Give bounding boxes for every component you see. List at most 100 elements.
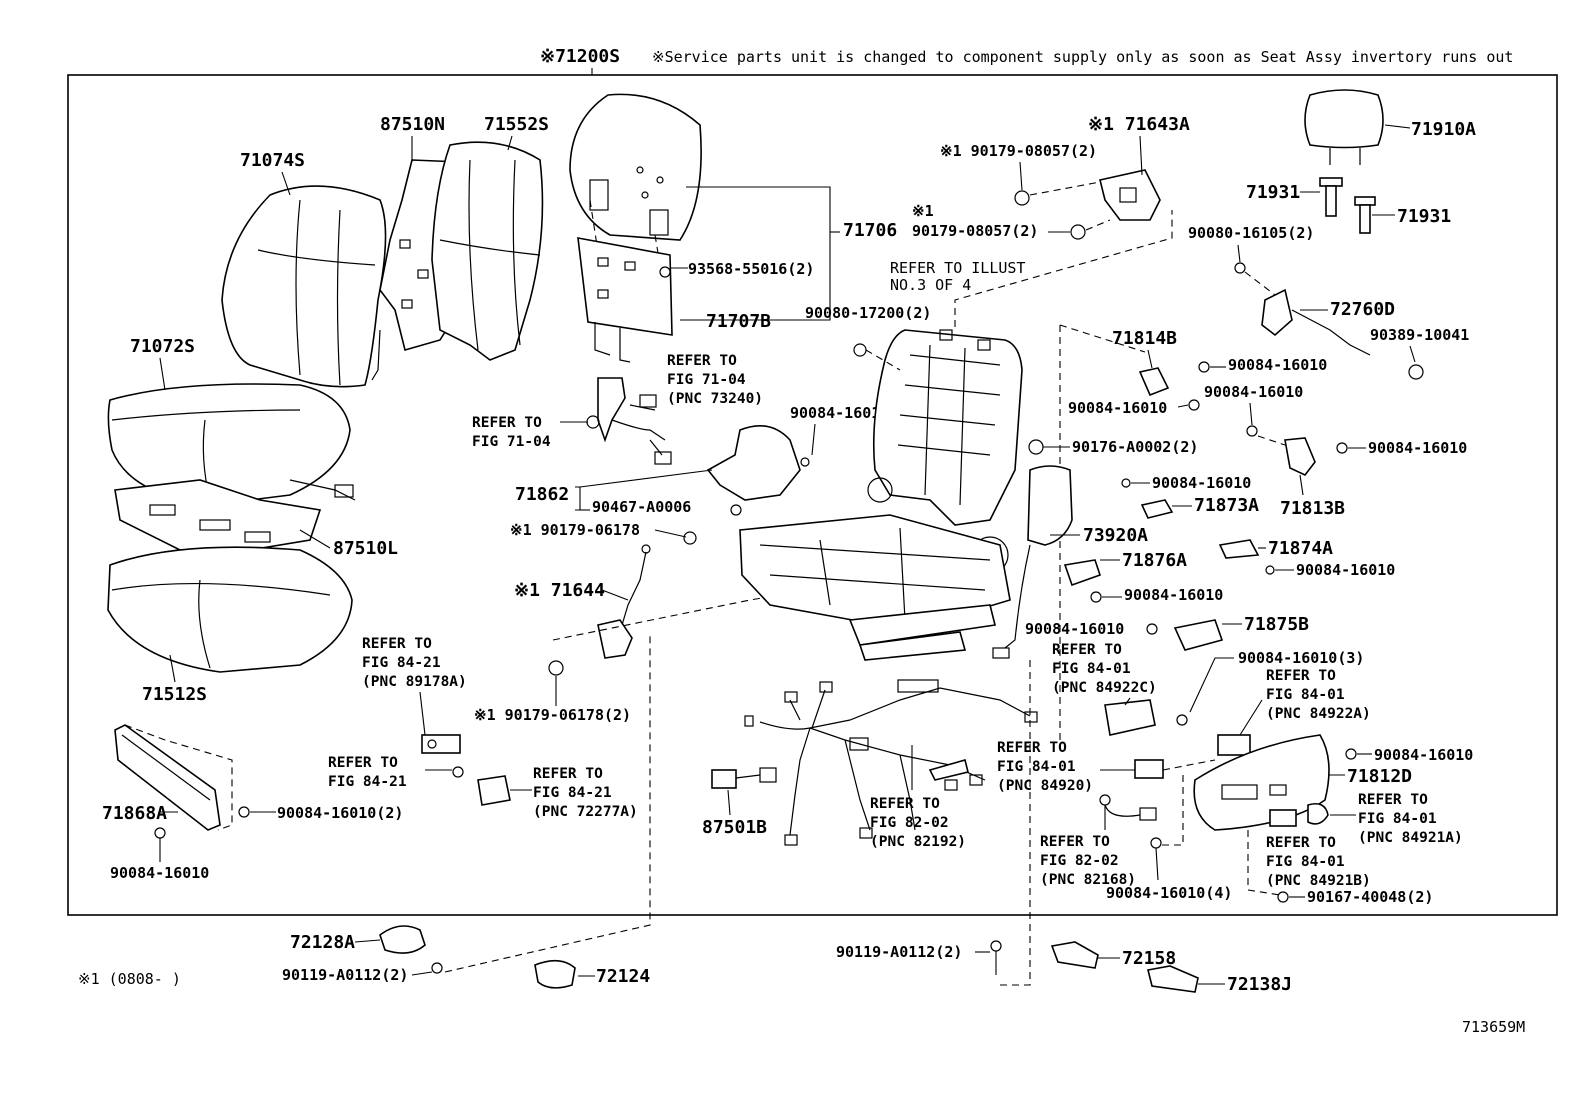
- label-90080-17200: 90080-17200(2): [805, 304, 931, 322]
- ref-82168-line1: REFER TO: [1040, 834, 1110, 850]
- label-90389-10041: 90389-10041: [1370, 326, 1469, 344]
- seat-back-cover-71074S: [221, 185, 387, 388]
- label-90084-4: 90084-16010(4): [1106, 884, 1232, 902]
- diagram-frame: [67, 74, 1558, 916]
- ref-84922A-line2: FIG 84-01: [1266, 687, 1345, 703]
- label-90084-3: 90084-16010(3): [1238, 649, 1364, 667]
- module-84920: [1134, 759, 1164, 779]
- label-71931-b: 71931: [1397, 206, 1451, 227]
- label-90179-08057-mid-2: 90179-08057(2): [912, 222, 1038, 240]
- label-72128A: 72128A: [290, 932, 355, 953]
- bracket-71643A: [1099, 169, 1161, 221]
- harness-72760D: [1261, 288, 1371, 356]
- ref-84922A-line1: REFER TO: [1266, 668, 1336, 684]
- label-90179-08057-top: ※1 90179-08057(2): [940, 142, 1097, 160]
- ref-82192-line1: REFER TO: [870, 796, 940, 812]
- label-90179-08057-mid-1: ※1: [912, 202, 934, 220]
- label-71074S: 71074S: [240, 150, 305, 171]
- label-93568-55016: 93568-55016(2): [688, 260, 814, 278]
- ref-84921B-line1: REFER TO: [1266, 835, 1336, 851]
- label-71910A: 71910A: [1411, 119, 1476, 140]
- service-note: ※Service parts unit is changed to compon…: [652, 48, 1513, 66]
- bracket-71813B: [1284, 437, 1316, 476]
- label-71862: 71862: [515, 484, 569, 505]
- label-90084-812: 90084-16010: [1374, 746, 1473, 764]
- back-board-panel-71707B: [577, 237, 673, 363]
- ref-72277-line2: FIG 84-21: [533, 785, 612, 801]
- seat-cushion-cover-71072S: [107, 383, 356, 506]
- side-cover-71812D: [1193, 734, 1330, 831]
- seat-back-pad-71552S: [431, 141, 544, 361]
- ref-84922C-line3: (PNC 84922C): [1052, 680, 1157, 696]
- label-71868A: 71868A: [102, 803, 167, 824]
- bracket-71814B: [1138, 367, 1170, 397]
- label-87501B: 87501B: [702, 817, 767, 838]
- label-72138J: 72138J: [1227, 974, 1292, 995]
- ref-72277-line1: REFER TO: [533, 766, 603, 782]
- label-71813B: 71813B: [1280, 498, 1345, 519]
- ref-73240-line1: REFER TO: [667, 353, 737, 369]
- label-72124: 72124: [596, 966, 650, 987]
- label-90084-813-a: 90084-16010: [1204, 383, 1303, 401]
- cover-72124: [534, 959, 576, 989]
- ref-84922C-line1: REFER TO: [1052, 642, 1122, 658]
- drawing-number: 713659M: [1462, 1018, 1525, 1036]
- ref-84922C-line2: FIG 84-01: [1052, 661, 1131, 677]
- label-90179-06178-2: ※1 90179-06178(2): [474, 706, 631, 724]
- switch-84922A: [1217, 734, 1251, 756]
- label-71643A: ※1 71643A: [1088, 114, 1190, 135]
- knob-84921B: [1269, 809, 1297, 827]
- date-note: ※1 (0808- ): [78, 970, 181, 988]
- ref-84920-line3: (PNC 84920): [997, 778, 1093, 794]
- ref-82168-line3: (PNC 82168): [1040, 872, 1136, 888]
- ref-73240-line2: FIG 71-04: [667, 372, 746, 388]
- label-73920A: 73920A: [1083, 525, 1148, 546]
- label-71072S: 71072S: [130, 336, 195, 357]
- label-90084-left: 90084-16010: [110, 864, 209, 882]
- ref-84921A-line3: (PNC 84921A): [1358, 830, 1463, 846]
- label-87510N: 87510N: [380, 114, 445, 135]
- headrest-guide-71931-b: [1354, 196, 1376, 234]
- label-90084-876: 90084-16010: [1124, 586, 1223, 604]
- ref-72277-line3: (PNC 72277A): [533, 804, 638, 820]
- ref-84921A-line2: FIG 84-01: [1358, 811, 1437, 827]
- switch-84922C: [1104, 699, 1156, 736]
- ref-84921B-line3: (PNC 84921B): [1266, 873, 1371, 889]
- bracket-71873A: [1140, 499, 1174, 519]
- illust-ref-line1: REFER TO ILLUST: [890, 259, 1025, 277]
- label-90084-2-left: 90084-16010(2): [277, 804, 403, 822]
- knob-84921A: [1307, 802, 1329, 825]
- label-71874A: 71874A: [1268, 538, 1333, 559]
- label-71812D: 71812D: [1347, 766, 1412, 787]
- ref-89178-line2: FIG 84-21: [362, 655, 441, 671]
- ref-82192-line2: FIG 82-02: [870, 815, 949, 831]
- label-71873A: 71873A: [1194, 495, 1259, 516]
- ref-7104-line1: REFER TO: [472, 415, 542, 431]
- recliner-cover-71862: [706, 424, 810, 501]
- bracket-71875B: [1173, 619, 1224, 651]
- ref-82192-line3: (PNC 82192): [870, 834, 966, 850]
- ref-7104-line2: FIG 71-04: [472, 434, 551, 450]
- harness-71644: [597, 551, 647, 659]
- label-71552S: 71552S: [484, 114, 549, 135]
- seat-frame-assembly: [739, 329, 1023, 661]
- headrest-guide-71931-a: [1319, 177, 1343, 217]
- label-71706: 71706: [843, 220, 897, 241]
- label-71875B: 71875B: [1244, 614, 1309, 635]
- ref-89178-line3: (PNC 89178A): [362, 674, 467, 690]
- label-90084-814-b: 90084-16010: [1068, 399, 1167, 417]
- wire-harness-82192: [744, 679, 1038, 846]
- ref-8421-line2: FIG 84-21: [328, 774, 407, 790]
- bracket-71876A: [1063, 559, 1102, 587]
- label-71814B: 71814B: [1112, 328, 1177, 349]
- headrest-71910A: [1304, 89, 1384, 165]
- ref-84920-line1: REFER TO: [997, 740, 1067, 756]
- ref-84921B-line2: FIG 84-01: [1266, 854, 1345, 870]
- bracket-71874A: [1218, 539, 1260, 559]
- cover-72138J: [1147, 965, 1199, 993]
- label-90119-mid: 90119-A0112(2): [836, 943, 962, 961]
- seat-cushion-pad-71512S: [107, 546, 353, 673]
- label-72760D: 72760D: [1330, 299, 1395, 320]
